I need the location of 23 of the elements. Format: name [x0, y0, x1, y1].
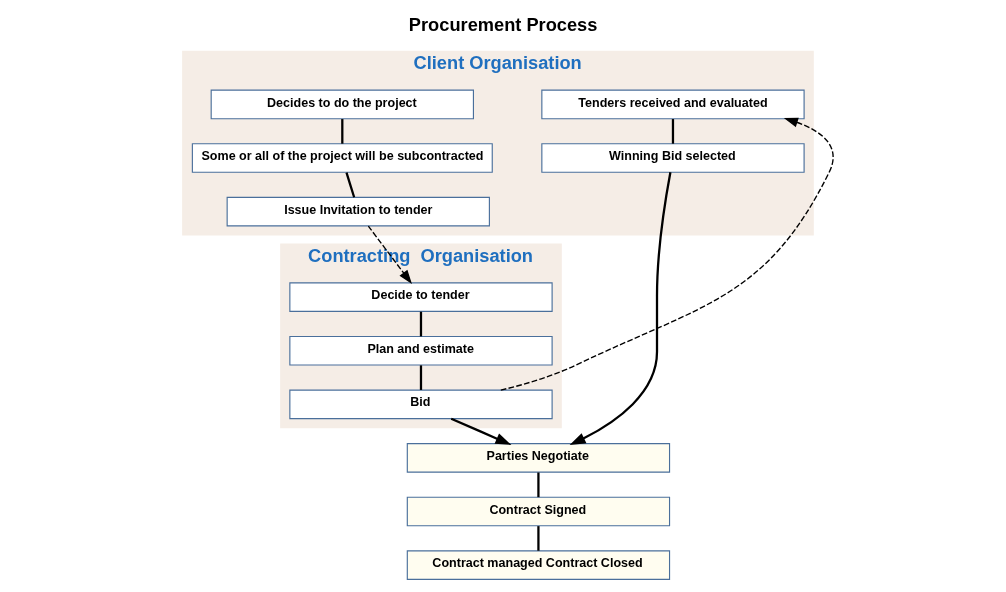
node-box: Contract managed Contract Closed [406, 550, 670, 580]
arrow [569, 172, 672, 446]
node-box: Decide to tender [288, 282, 553, 312]
node-box: Contract Signed [406, 496, 670, 527]
node-box: Plan and estimate [288, 335, 553, 366]
node-box: Parties Negotiate [406, 443, 670, 473]
connector [536, 526, 540, 551]
node-box: Bid [288, 389, 553, 420]
diagram-title: Procurement Process [408, 13, 597, 35]
node-box: Winning Bid selected [540, 143, 805, 173]
node-box: Issue Invitation to tender [226, 196, 490, 227]
arrow [367, 225, 412, 285]
connector [340, 119, 343, 144]
arrow [450, 417, 511, 445]
node-box: Some or all of the project will be subcontracted [191, 143, 493, 173]
node-box: Decides to do the project [210, 89, 474, 120]
connector [344, 172, 355, 198]
connector [671, 119, 674, 144]
node-box: Tenders received and evaluated [540, 89, 805, 120]
arrow [499, 117, 834, 391]
connector [419, 311, 422, 337]
connector [536, 472, 540, 498]
connector [419, 365, 422, 390]
